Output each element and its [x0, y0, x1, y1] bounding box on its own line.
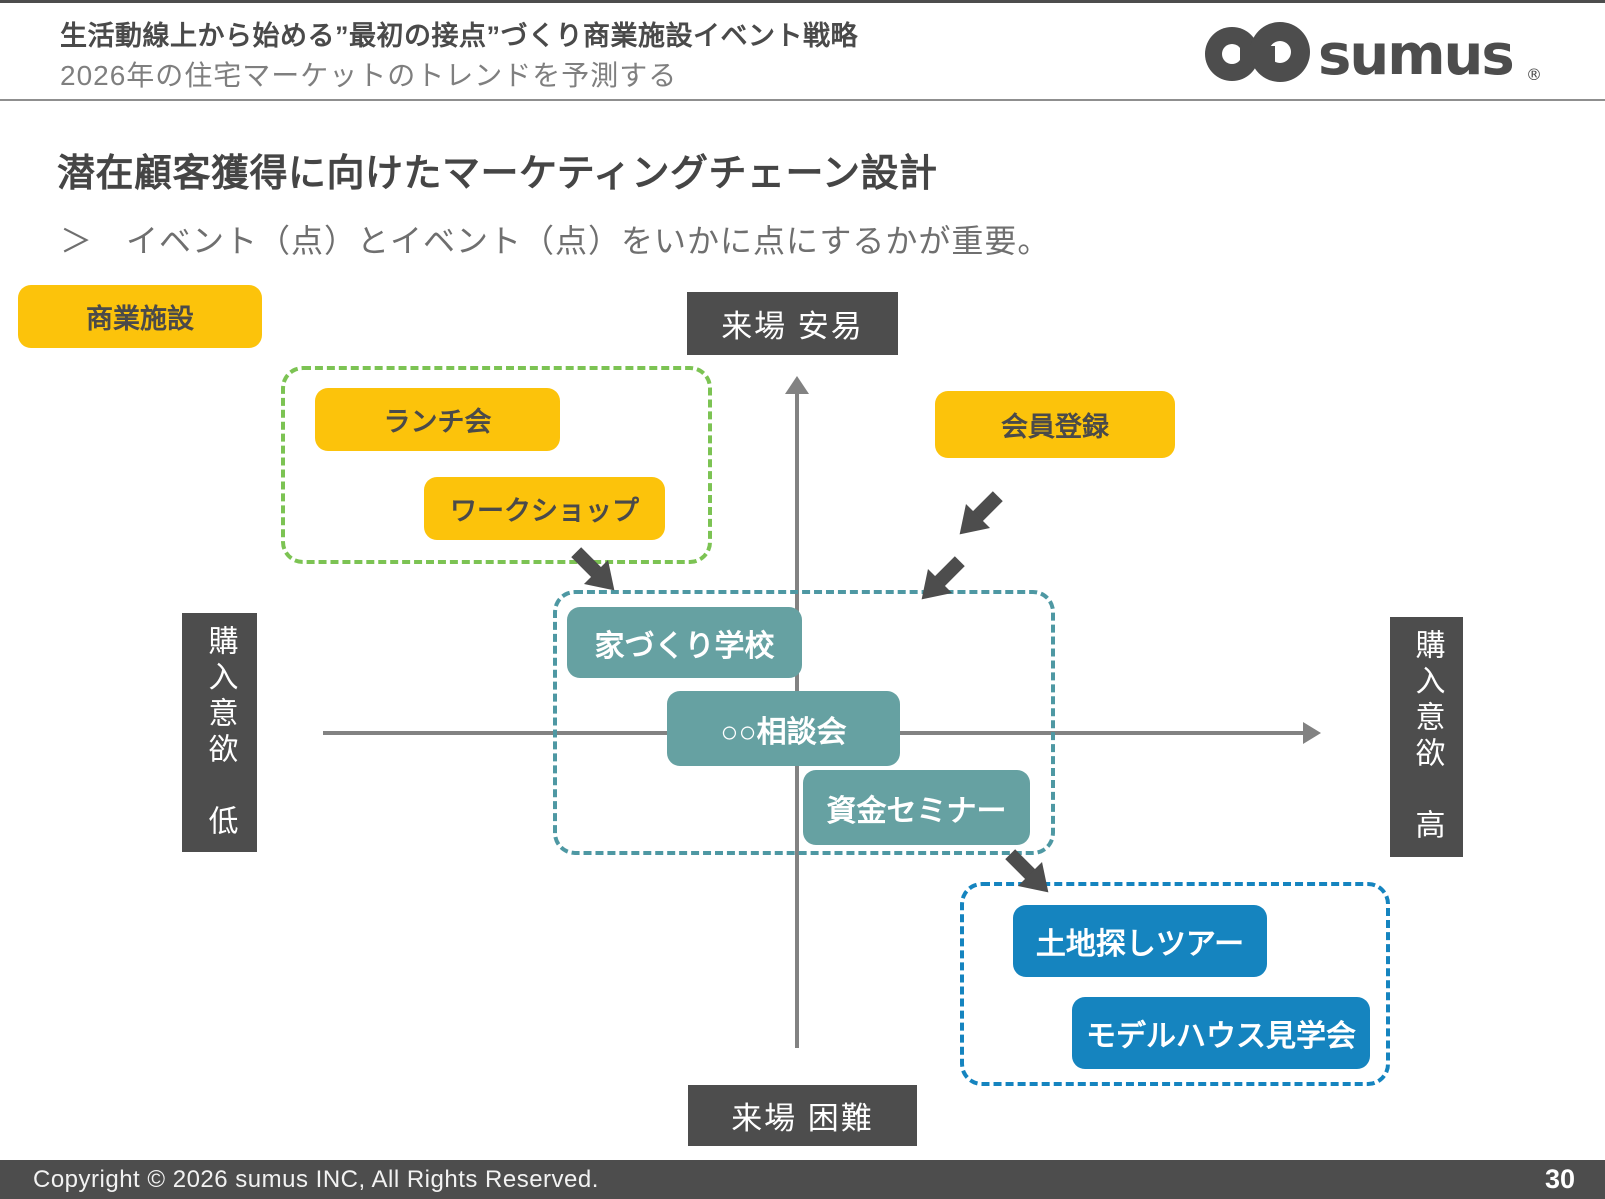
group-high-intent-events — [960, 882, 1390, 1086]
event-consultation: ○○相談会 — [667, 691, 900, 766]
page-number: 30 — [1544, 1164, 1575, 1194]
sumus-logo-icon: sumus ® — [1205, 22, 1542, 88]
event-model-house-tour: モデルハウス見学会 — [1072, 997, 1370, 1069]
event-land-search-tour: 土地探しツアー — [1013, 905, 1267, 977]
header-title: 生活動線上から始める”最初の接点”づくり商業施設イベント戦略 — [60, 21, 858, 51]
category-badge-commercial-facility: 商業施設 — [18, 285, 262, 348]
event-member-registration: 会員登録 — [935, 391, 1175, 458]
sumus-logo: sumus ® — [1200, 16, 1545, 88]
logo-wordmark: sumus — [1318, 23, 1513, 88]
event-lunch-meeting: ランチ会 — [315, 388, 560, 451]
header-subtitle: 2026年の住宅マーケットのトレンドを予測する — [60, 60, 678, 91]
axis-label-bottom: 来場 困難 — [688, 1085, 917, 1146]
axis-label-top: 来場 安易 — [687, 292, 898, 355]
logo-registered-mark: ® — [1526, 65, 1542, 84]
vertical-axis-arrowhead — [785, 376, 809, 394]
footer-bar: Copyright © 2026 sumus INC, All Rights R… — [0, 1160, 1605, 1199]
flow-arrow-registration-step1-icon — [946, 484, 1010, 548]
axis-label-right: 購入意欲 高 — [1390, 617, 1463, 857]
horizontal-axis-arrowhead — [1303, 722, 1321, 744]
header-divider — [0, 99, 1605, 101]
event-home-building-school: 家づくり学校 — [567, 607, 802, 678]
copyright-text: Copyright © 2026 sumus INC, All Rights R… — [33, 1165, 599, 1193]
key-point-text: ＞ イベント（点）とイベント（点）をいかに点にするかが重要。 — [60, 223, 1051, 259]
group-commercial-events — [281, 366, 712, 564]
group-mid-funnel-events — [553, 590, 1055, 855]
axis-label-left: 購入意欲 低 — [182, 613, 257, 852]
event-finance-seminar: 資金セミナー — [803, 770, 1030, 845]
slide-top-border — [0, 0, 1605, 3]
page-title: 潜在顧客獲得に向けたマーケティングチェーン設計 — [57, 153, 938, 195]
event-workshop: ワークショップ — [424, 477, 665, 540]
